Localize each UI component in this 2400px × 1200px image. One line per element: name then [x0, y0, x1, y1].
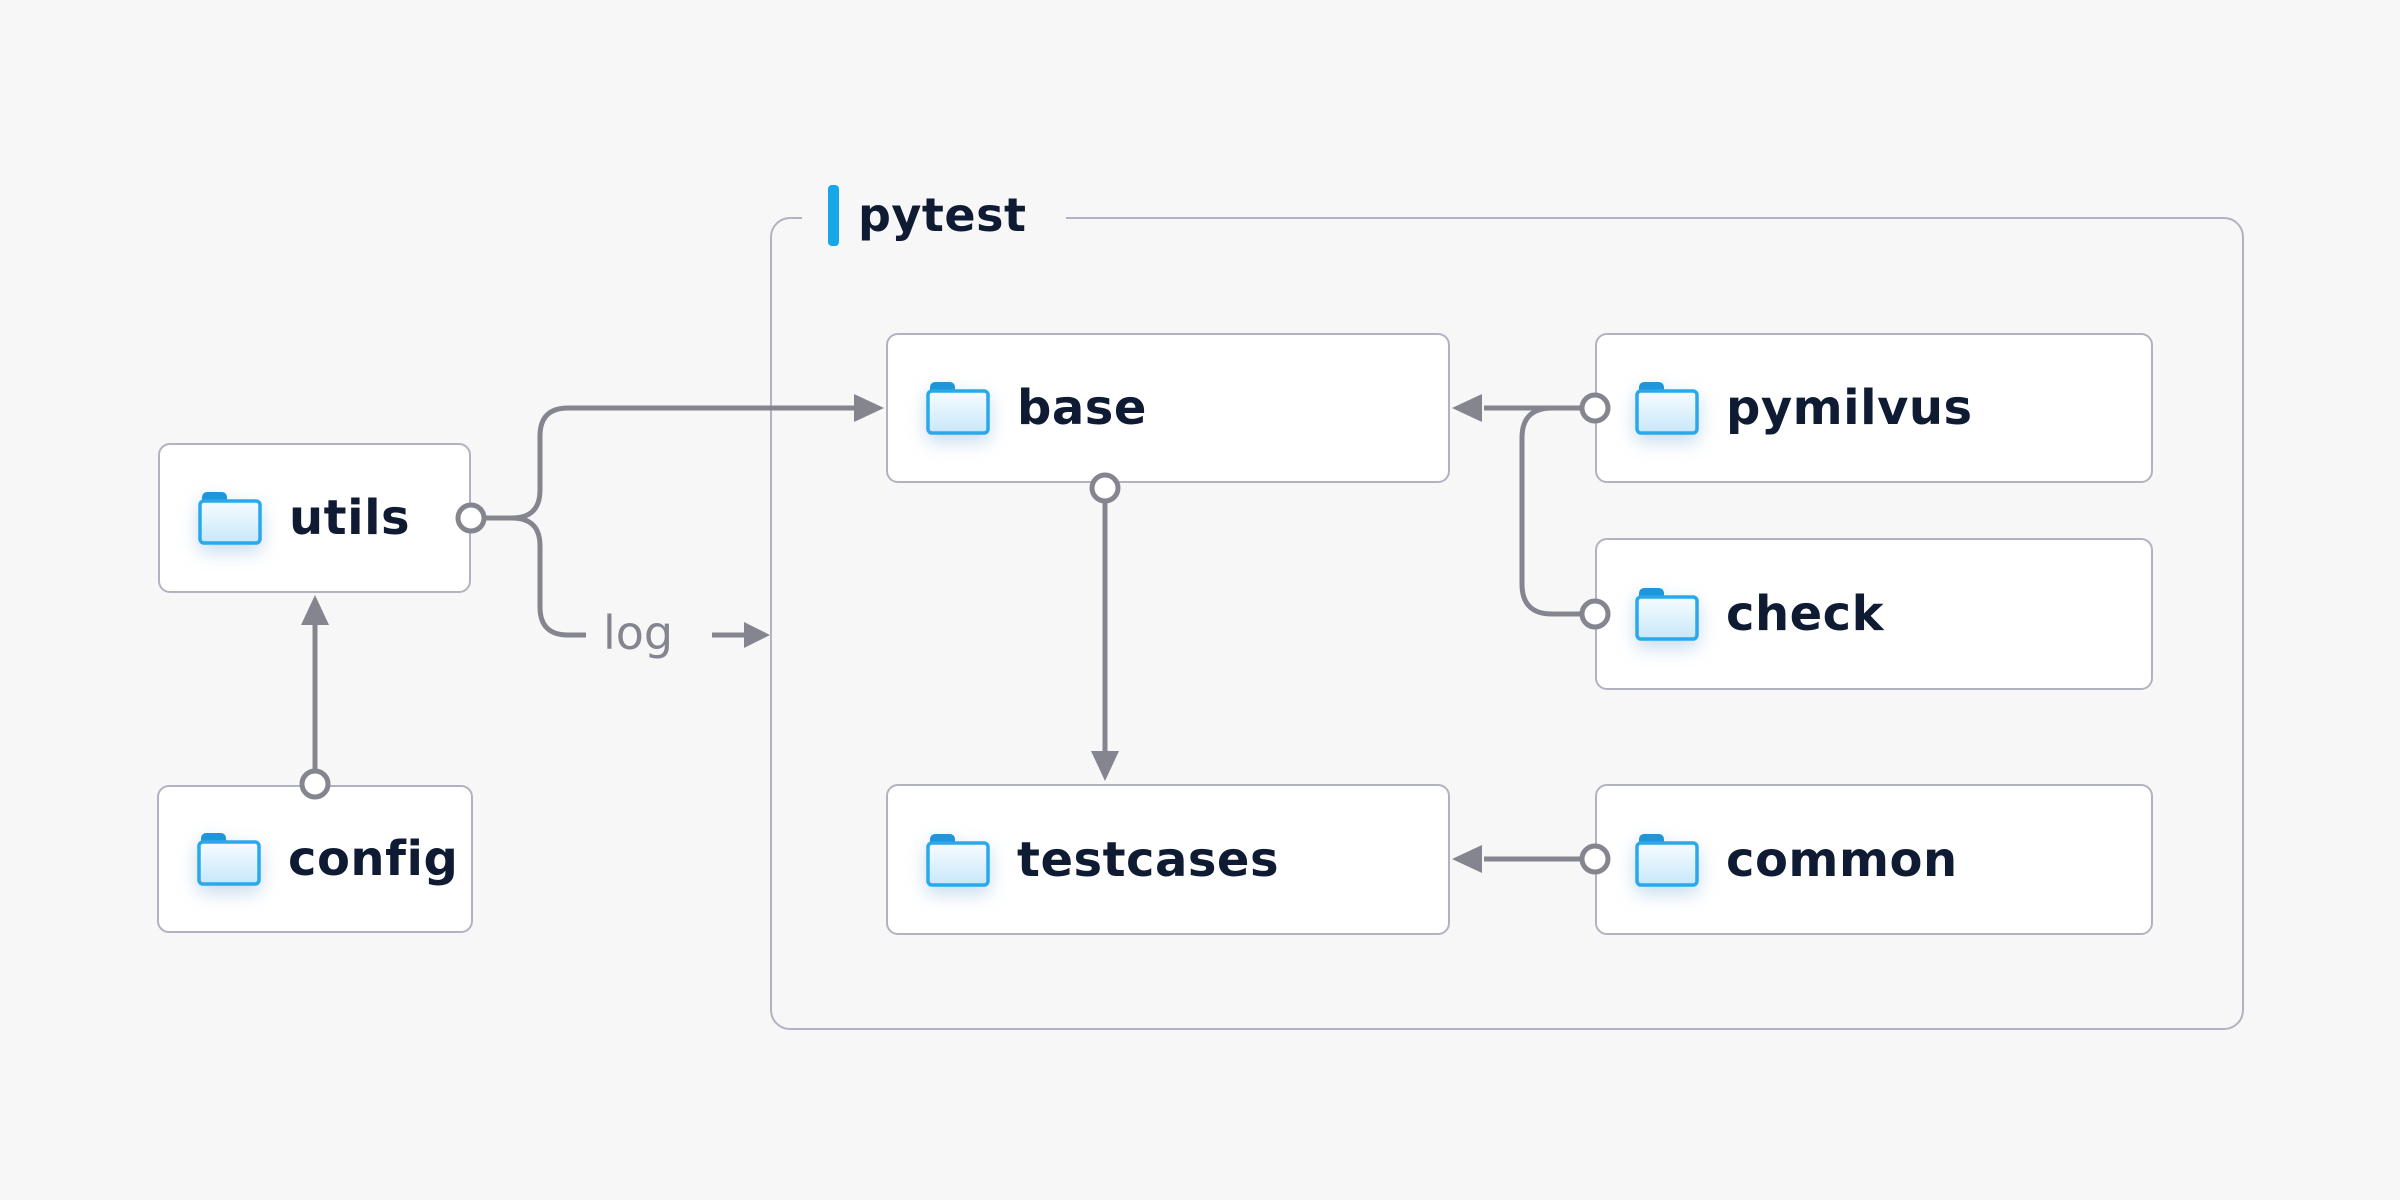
- node-label: check: [1726, 586, 1885, 642]
- node-label: testcases: [1017, 831, 1280, 888]
- folder-icon: [198, 492, 262, 545]
- node-label: config: [288, 831, 459, 887]
- node-pymilvus: pymilvus: [1595, 333, 2153, 483]
- folder-icon: [926, 382, 990, 435]
- node-label: common: [1726, 831, 1958, 888]
- node-common: common: [1595, 784, 2153, 935]
- node-label: utils: [289, 490, 411, 546]
- node-label: base: [1017, 380, 1147, 436]
- group-title: pytest: [858, 188, 1027, 242]
- node-utils: utils: [158, 443, 471, 593]
- folder-icon: [1635, 588, 1699, 641]
- pytest-group-container: [770, 217, 2244, 1030]
- node-testcases: testcases: [886, 784, 1450, 935]
- pytest-group-label: pytest: [802, 183, 1067, 247]
- folder-icon: [1635, 382, 1699, 435]
- edge-utils-log: [511, 515, 586, 638]
- arrowhead-right-log: [744, 622, 770, 648]
- folder-icon: [197, 833, 261, 886]
- arrowhead-up-utils: [301, 595, 329, 625]
- node-base: base: [886, 333, 1450, 483]
- node-check: check: [1595, 538, 2153, 690]
- folder-icon: [926, 833, 990, 887]
- folder-icon: [1635, 833, 1699, 887]
- node-config: config: [157, 785, 473, 933]
- accent-bar: [828, 184, 839, 246]
- node-label: pymilvus: [1726, 380, 1973, 436]
- edge-label-log: log: [603, 606, 674, 660]
